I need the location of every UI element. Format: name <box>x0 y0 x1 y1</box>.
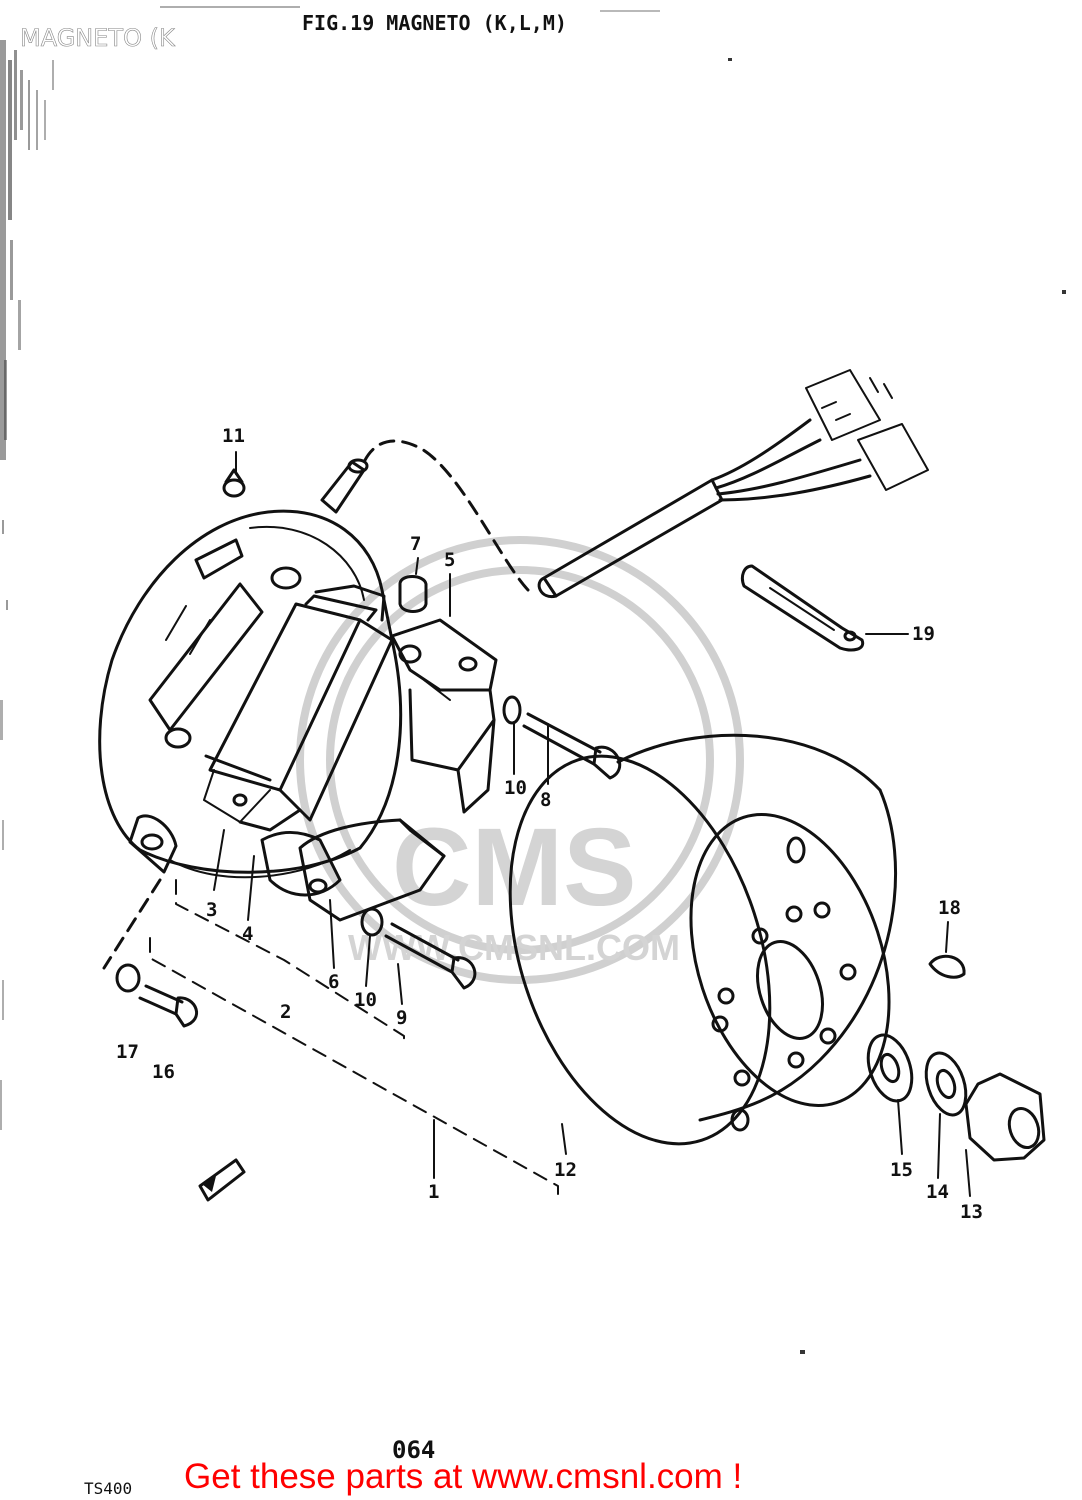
callout-11: 11 <box>222 425 245 447</box>
overlay-title: MAGNETO (K <box>20 24 176 52</box>
callout-2: 2 <box>280 1001 291 1023</box>
model-label: TS400 <box>84 1479 132 1498</box>
shaft-hardware <box>866 1033 1046 1162</box>
callout-1: 1 <box>428 1181 439 1203</box>
callout-3: 3 <box>206 899 217 921</box>
screws <box>138 712 622 1028</box>
front-arrow-icon <box>198 1158 246 1202</box>
flywheel-rotor <box>508 733 898 1146</box>
svg-text:CMS: CMS <box>392 806 636 929</box>
stator-coil <box>203 584 394 897</box>
stator-plate <box>98 509 403 879</box>
callout-10a: 10 <box>504 777 527 799</box>
callout-17: 17 <box>116 1041 139 1063</box>
callout-16: 16 <box>152 1061 175 1083</box>
cms-watermark: CMS WWW.CMSNL.COM <box>296 536 744 984</box>
callout-15: 15 <box>890 1159 913 1181</box>
grommet <box>320 458 369 514</box>
callout-18: 18 <box>938 897 961 919</box>
callout-4: 4 <box>242 923 253 945</box>
callout-6: 6 <box>328 971 339 993</box>
lighting-coil-upper <box>390 618 498 814</box>
hardware-small <box>115 468 522 993</box>
callout-19: 19 <box>912 623 935 645</box>
callout-13: 13 <box>960 1201 983 1223</box>
leader-harness <box>362 439 530 592</box>
woodruff-key <box>928 954 966 979</box>
assembly-brackets <box>149 879 559 1195</box>
page-number: 064 <box>392 1436 435 1464</box>
pulser-coil-lower <box>298 818 446 922</box>
figure-title: FIG.19 MAGNETO (K,L,M) <box>302 11 567 35</box>
scan-noise <box>0 6 1066 1354</box>
lead-clamp <box>740 564 865 652</box>
cta-banner[interactable]: Get these parts at www.cmsnl.com ! <box>184 1457 742 1496</box>
callout-numbers: 1 2 3 4 5 6 7 8 9 10 10 11 12 13 14 15 1… <box>116 425 983 1223</box>
callout-14: 14 <box>926 1181 949 1203</box>
callout-5: 5 <box>444 549 455 571</box>
callout-leaders <box>213 451 971 1197</box>
callout-9: 9 <box>396 1007 407 1029</box>
leader-plate-left <box>102 878 162 970</box>
wiring-harness <box>537 369 929 599</box>
callout-8: 8 <box>540 789 551 811</box>
callout-12: 12 <box>554 1159 577 1181</box>
callout-10b: 10 <box>354 989 377 1011</box>
callout-7: 7 <box>410 533 421 555</box>
